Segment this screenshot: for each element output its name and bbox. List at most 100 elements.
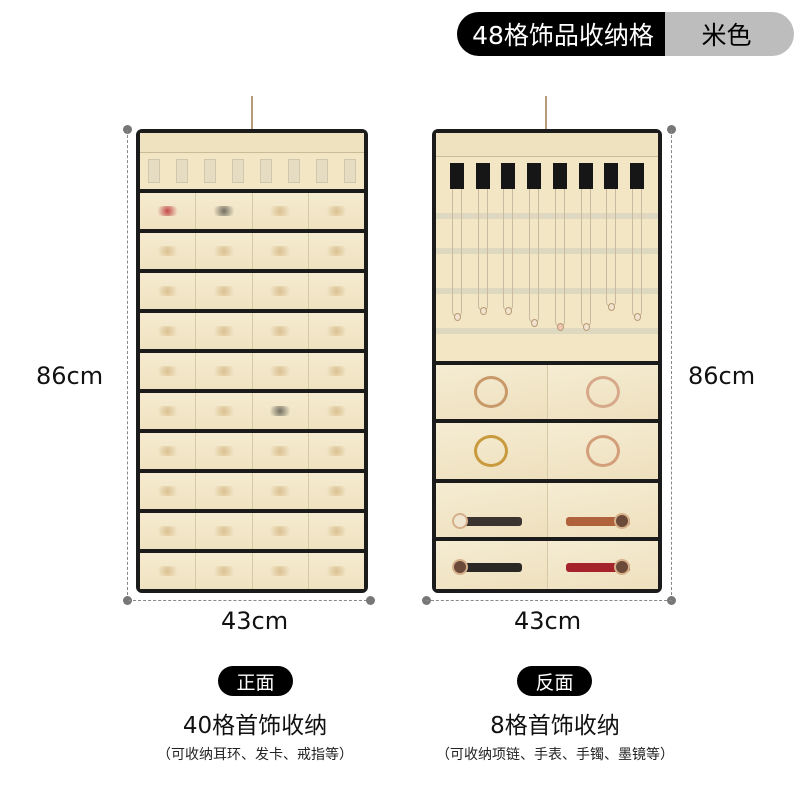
necklace xyxy=(604,189,618,349)
watch xyxy=(452,559,522,575)
pocket xyxy=(196,553,253,589)
width-label-right: 43cm xyxy=(514,607,582,635)
pocket-row-1 xyxy=(140,189,364,229)
pocket xyxy=(196,273,253,309)
pocket xyxy=(547,423,658,479)
pocket xyxy=(547,483,658,537)
width-dimension-line-left xyxy=(128,600,372,601)
pocket xyxy=(308,233,364,269)
necklace-tab xyxy=(604,163,619,189)
pocket xyxy=(252,553,309,589)
pocket xyxy=(252,433,309,469)
slot xyxy=(344,159,356,183)
pocket xyxy=(252,313,309,349)
bangle xyxy=(585,435,620,467)
slot xyxy=(176,159,188,183)
pocket xyxy=(252,353,309,389)
pocket-row-7 xyxy=(140,429,364,469)
watch xyxy=(452,513,522,529)
hanger-hook xyxy=(545,96,547,132)
bangle xyxy=(474,376,509,408)
necklace-tab-row xyxy=(450,163,644,189)
necklace xyxy=(476,189,490,349)
pocket xyxy=(140,233,197,269)
pocket xyxy=(196,353,253,389)
pocket xyxy=(547,541,658,589)
fabric-stripe xyxy=(436,213,658,219)
necklace-tab xyxy=(527,163,542,189)
height-label-right: 86cm xyxy=(688,362,756,390)
pocket-row-6 xyxy=(140,389,364,429)
pocket xyxy=(140,473,197,509)
pocket xyxy=(308,433,364,469)
necklace xyxy=(553,189,567,349)
pocket-row-10 xyxy=(140,549,364,589)
pocket xyxy=(140,273,197,309)
fabric-stripe xyxy=(436,328,658,334)
pocket xyxy=(308,193,364,229)
top-slot-row xyxy=(148,159,356,187)
header-band xyxy=(140,133,364,153)
pocket xyxy=(196,393,253,429)
pocket xyxy=(308,513,364,549)
pocket xyxy=(308,353,364,389)
pocket-row-3 xyxy=(140,269,364,309)
watch xyxy=(565,513,630,529)
slot xyxy=(232,159,244,183)
front-side-pill: 正面 xyxy=(218,666,293,696)
pocket xyxy=(308,393,364,429)
pocket xyxy=(140,393,197,429)
pocket xyxy=(196,473,253,509)
necklace xyxy=(579,189,593,349)
header-band xyxy=(436,133,658,157)
pocket-row-9 xyxy=(140,509,364,549)
pocket-row-4 xyxy=(436,537,658,589)
front-organizer-panel xyxy=(136,129,368,593)
necklace-tab xyxy=(578,163,593,189)
pocket xyxy=(436,483,548,537)
pocket xyxy=(252,193,309,229)
pocket-row-2 xyxy=(436,419,658,479)
pocket-row-4 xyxy=(140,309,364,349)
necklace xyxy=(630,189,644,349)
pocket xyxy=(252,273,309,309)
color-variant: 米色 xyxy=(665,12,794,56)
fabric-stripe xyxy=(436,288,658,294)
height-dimension-line-left xyxy=(127,130,128,600)
pocket xyxy=(308,273,364,309)
necklace xyxy=(450,189,464,349)
bangle xyxy=(474,435,509,467)
product-variant-badge: 48格饰品收纳格 米色 xyxy=(457,12,794,56)
pocket xyxy=(140,353,197,389)
necklace xyxy=(501,189,515,349)
necklace-tab xyxy=(501,163,516,189)
pocket xyxy=(140,433,197,469)
slot xyxy=(148,159,160,183)
pocket xyxy=(196,193,253,229)
pocket-row-3 xyxy=(436,479,658,537)
pocket xyxy=(196,233,253,269)
necklace-tab xyxy=(552,163,567,189)
pocket-row-8 xyxy=(140,469,364,509)
dimension-dot xyxy=(667,125,676,134)
back-side-title: 8格首饰收纳 xyxy=(490,713,620,739)
dimension-dot xyxy=(123,125,132,134)
product-name: 48格饰品收纳格 xyxy=(457,12,665,56)
slot xyxy=(316,159,328,183)
necklace-area xyxy=(450,189,644,349)
width-label-left: 43cm xyxy=(221,607,289,635)
pocket xyxy=(196,513,253,549)
pocket xyxy=(547,365,658,419)
width-dimension-line-right xyxy=(426,600,672,601)
necklace xyxy=(527,189,541,349)
fabric-stripe xyxy=(436,248,658,254)
necklace-tab xyxy=(450,163,464,189)
hanger-hook xyxy=(251,96,253,130)
front-side-title: 40格首饰收纳 xyxy=(182,713,328,739)
pocket xyxy=(252,393,309,429)
pocket xyxy=(436,423,548,479)
back-side-subtitle: （可收纳项链、手表、手镯、墨镜等） xyxy=(436,747,674,763)
pocket xyxy=(252,233,309,269)
pocket xyxy=(196,433,253,469)
pocket xyxy=(308,553,364,589)
